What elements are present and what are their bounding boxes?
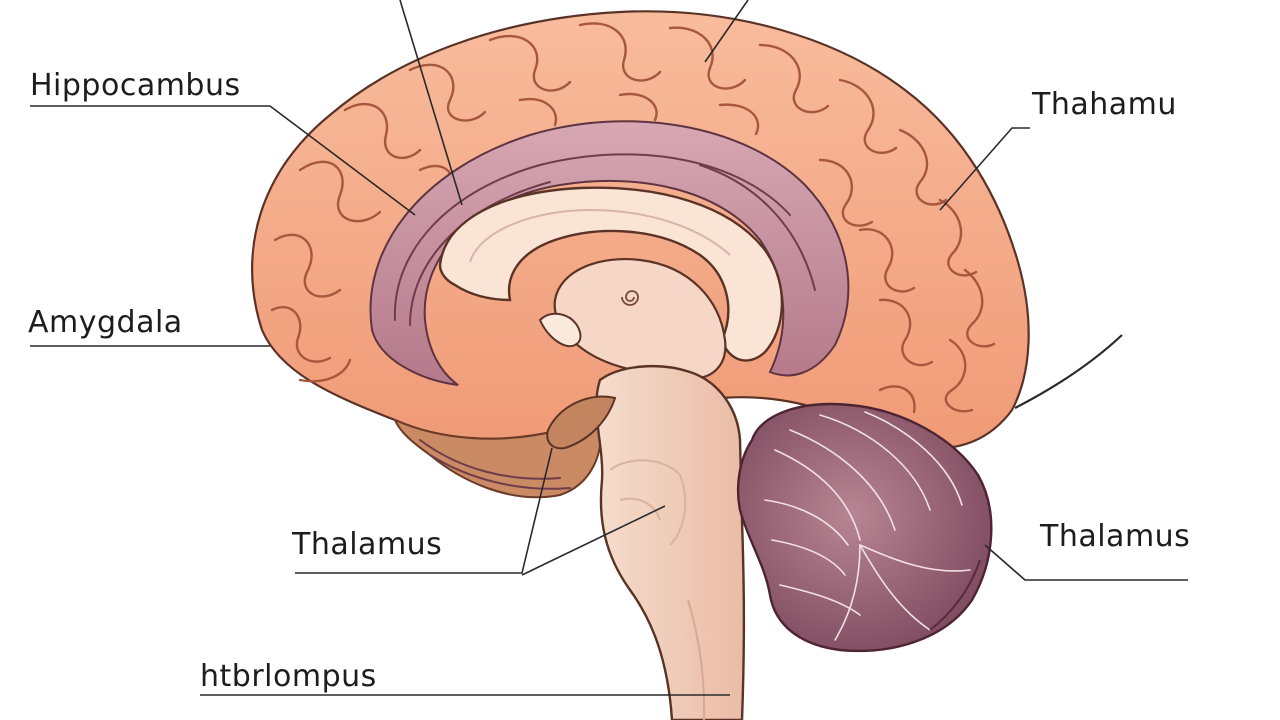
label-thahamu: Thahamu [1031, 87, 1177, 122]
brain-illustration [250, 10, 1123, 720]
leader-lines [30, 0, 1188, 696]
fornix [538, 312, 582, 348]
midbrain-pocket [546, 395, 617, 450]
pineal-spiral-icon [621, 290, 639, 306]
tentorium-line [1014, 334, 1123, 409]
gyri-folds [270, 22, 996, 414]
brainstem [595, 364, 746, 720]
label-thalamus-left: Thalamus [291, 527, 442, 562]
cingulate-band [369, 120, 850, 386]
label-hutbrlompus: htbrlompus [200, 659, 377, 694]
label-thalamus-right: Thalamus [1039, 519, 1190, 554]
cerebellum [736, 402, 993, 653]
label-hippocambus: Hippocambus [30, 68, 241, 103]
label-amygdala: Amygdala [28, 305, 183, 340]
